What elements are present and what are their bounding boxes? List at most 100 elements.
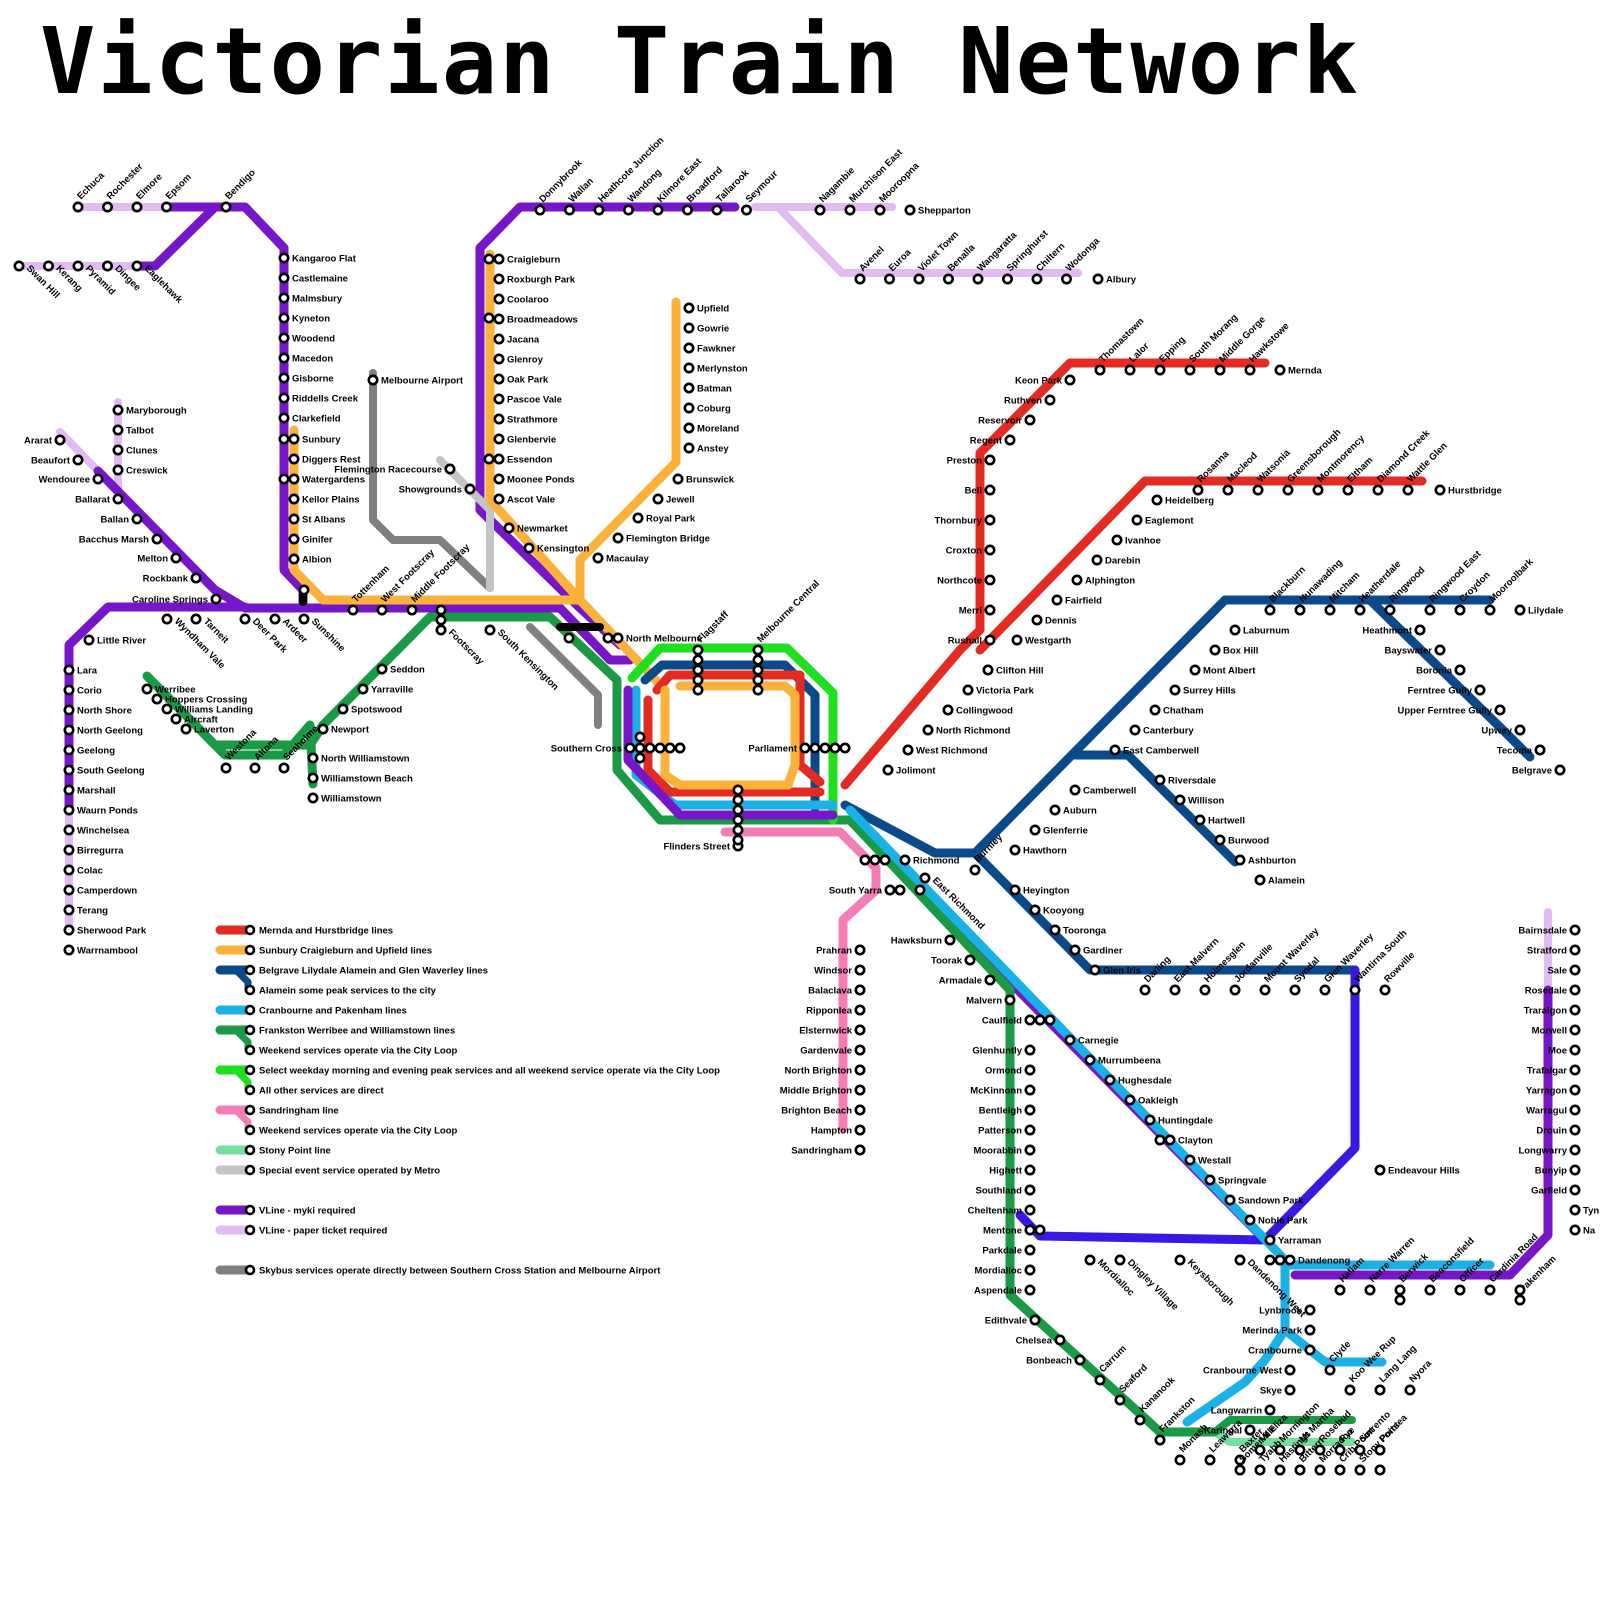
station[interactable]: Croxton bbox=[946, 544, 996, 557]
station[interactable]: Sandown Park bbox=[1224, 1194, 1304, 1207]
station[interactable]: Footscray bbox=[435, 624, 487, 668]
station[interactable] bbox=[869, 854, 881, 866]
station[interactable]: Upfield bbox=[683, 302, 730, 315]
station[interactable]: Clyde bbox=[1324, 1339, 1353, 1376]
station[interactable]: Ashburton bbox=[1234, 854, 1296, 867]
station[interactable]: Canterbury bbox=[1129, 724, 1195, 737]
station[interactable] bbox=[644, 742, 656, 754]
station[interactable]: Keon Park bbox=[1015, 374, 1076, 387]
station[interactable]: Aspendale bbox=[974, 1284, 1036, 1297]
station[interactable]: South Geelong bbox=[63, 764, 145, 777]
station[interactable]: Highett bbox=[989, 1164, 1036, 1177]
station[interactable] bbox=[483, 253, 495, 265]
station[interactable]: Hurstbridge bbox=[1434, 484, 1502, 497]
station[interactable]: Lalor bbox=[1124, 341, 1152, 376]
station[interactable]: Mentone bbox=[983, 1224, 1036, 1237]
station[interactable]: Moorabbin bbox=[973, 1144, 1036, 1157]
station[interactable]: Glenhuntly bbox=[972, 1044, 1036, 1057]
station[interactable]: Clifton Hill bbox=[982, 664, 1044, 677]
station[interactable]: Stratford bbox=[1527, 944, 1581, 957]
station[interactable]: Gisborne bbox=[278, 372, 334, 385]
station[interactable]: Castlemaine bbox=[278, 272, 348, 285]
station[interactable]: Westall bbox=[1184, 1154, 1231, 1167]
station[interactable]: Melbourne Central bbox=[752, 578, 822, 656]
station[interactable]: Skye bbox=[1260, 1384, 1296, 1397]
station[interactable]: Moreland bbox=[683, 422, 740, 435]
station[interactable]: Albion bbox=[288, 553, 332, 566]
station[interactable]: Melbourne Airport bbox=[367, 374, 464, 387]
station[interactable]: Regent bbox=[970, 434, 1016, 447]
station[interactable]: Hughesdale bbox=[1104, 1074, 1172, 1087]
station[interactable]: Keysborough bbox=[1174, 1254, 1236, 1309]
station[interactable]: Gowrie bbox=[683, 322, 729, 335]
station[interactable]: Jacana bbox=[493, 333, 540, 346]
station[interactable]: Creswick bbox=[112, 464, 169, 477]
station[interactable]: Moe bbox=[1548, 1044, 1581, 1057]
station[interactable]: Bairnsdale bbox=[1518, 924, 1581, 937]
station[interactable]: Marshall bbox=[63, 784, 116, 797]
station[interactable] bbox=[1154, 1134, 1166, 1146]
station[interactable] bbox=[298, 584, 310, 596]
station[interactable]: Eaglemont bbox=[1131, 514, 1195, 527]
station[interactable]: Bunyip bbox=[1535, 1164, 1581, 1177]
station[interactable]: Ginifer bbox=[288, 533, 333, 546]
station[interactable]: Lara bbox=[63, 664, 98, 677]
station[interactable] bbox=[859, 854, 871, 866]
station[interactable]: Tecoma bbox=[1497, 744, 1546, 757]
station[interactable]: Nyora bbox=[1404, 1358, 1435, 1396]
station[interactable]: Colac bbox=[63, 864, 103, 877]
station[interactable] bbox=[732, 784, 744, 796]
station[interactable]: Patterson bbox=[978, 1124, 1036, 1137]
station[interactable]: Edithvale bbox=[985, 1314, 1041, 1327]
station[interactable]: Chatham bbox=[1149, 704, 1204, 717]
station[interactable]: Laburnum bbox=[1229, 624, 1290, 637]
station[interactable] bbox=[752, 664, 764, 676]
station[interactable]: Yarraville bbox=[357, 683, 413, 696]
station[interactable]: Beaufort bbox=[31, 454, 84, 467]
station[interactable]: Syndal bbox=[1289, 955, 1322, 996]
station[interactable]: Oak Park bbox=[493, 373, 549, 386]
station[interactable]: Werribee bbox=[141, 683, 196, 696]
station[interactable]: Maryborough bbox=[112, 404, 187, 417]
station[interactable]: Eltham bbox=[1342, 455, 1376, 496]
station[interactable]: Kyneton bbox=[278, 312, 330, 325]
station[interactable]: Toorak bbox=[931, 954, 976, 967]
station[interactable]: Ballan bbox=[100, 513, 143, 526]
station[interactable]: Flemington Bridge bbox=[612, 532, 710, 545]
station[interactable]: Preston bbox=[947, 454, 996, 467]
station[interactable]: Spotswood bbox=[337, 703, 403, 716]
station[interactable]: Terang bbox=[63, 904, 108, 917]
station[interactable]: Hoppers Crossing bbox=[151, 693, 248, 706]
station[interactable]: Watergardens bbox=[288, 473, 365, 486]
station[interactable]: Essendon bbox=[493, 453, 553, 466]
station[interactable]: South Yarra bbox=[829, 884, 896, 897]
station[interactable]: Malvern bbox=[966, 994, 1016, 1007]
station[interactable] bbox=[483, 312, 495, 324]
station[interactable]: Na bbox=[1569, 1224, 1596, 1237]
station[interactable]: Corio bbox=[63, 684, 102, 697]
station[interactable] bbox=[839, 742, 851, 754]
station[interactable] bbox=[829, 742, 841, 754]
station[interactable]: Endeavour Hills bbox=[1374, 1164, 1460, 1177]
station[interactable]: Flemington Racecourse bbox=[334, 463, 456, 476]
station[interactable]: Dennis bbox=[1031, 614, 1077, 627]
station[interactable]: Langwarrin bbox=[1211, 1404, 1276, 1417]
station[interactable]: Chelsea bbox=[1016, 1334, 1066, 1347]
station[interactable]: Clayton bbox=[1164, 1134, 1213, 1147]
station[interactable]: Hawksburn bbox=[891, 934, 956, 947]
station[interactable]: Seddon bbox=[376, 663, 425, 676]
station[interactable]: Rosedale bbox=[1525, 984, 1581, 997]
station[interactable]: Cheltenham bbox=[968, 1204, 1036, 1217]
station[interactable]: Lynbrook bbox=[1259, 1304, 1316, 1317]
station[interactable]: Northcote bbox=[937, 574, 996, 587]
station[interactable]: Ormond bbox=[985, 1064, 1036, 1077]
station[interactable]: Longwarry bbox=[1518, 1144, 1581, 1157]
station[interactable]: Alamein bbox=[1254, 874, 1305, 887]
station[interactable]: Bacchus Marsh bbox=[79, 533, 163, 546]
station[interactable]: Windsor bbox=[814, 964, 866, 977]
station[interactable]: Waurn Ponds bbox=[63, 804, 138, 817]
station[interactable] bbox=[1374, 1464, 1386, 1476]
station[interactable]: Darebin bbox=[1091, 554, 1141, 567]
station[interactable] bbox=[894, 884, 906, 896]
station[interactable] bbox=[752, 684, 764, 696]
